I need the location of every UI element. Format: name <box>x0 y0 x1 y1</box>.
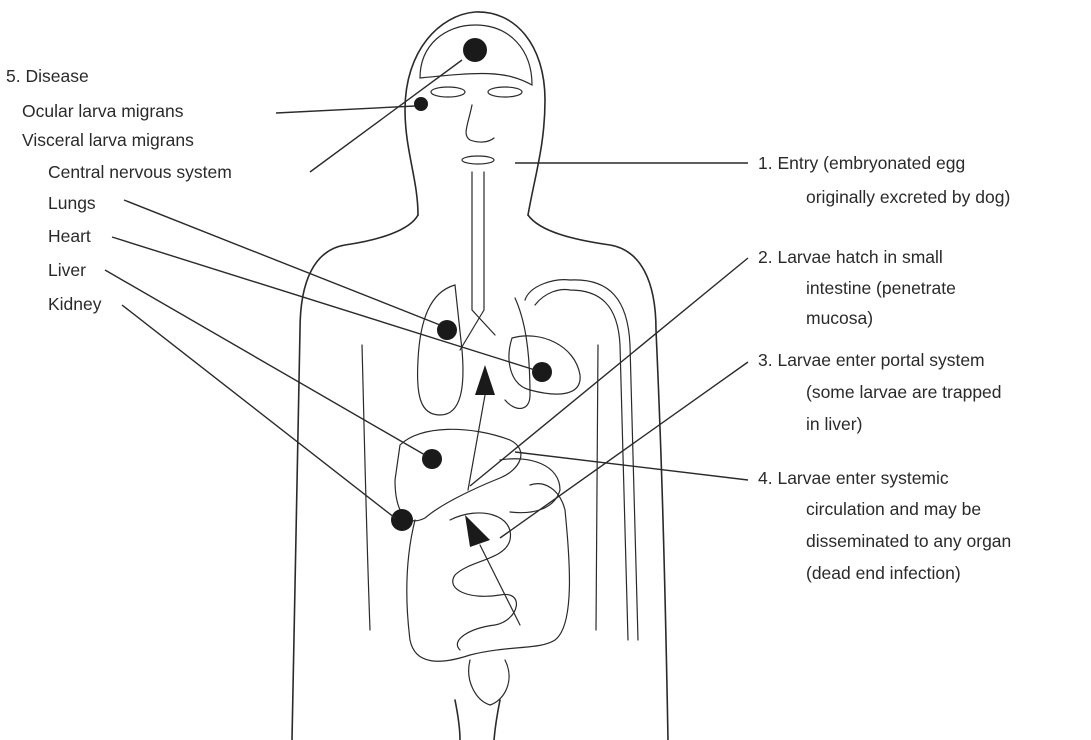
step1-line2: originally excreted by dog) <box>806 187 1010 208</box>
label-liver: Liver <box>48 260 86 281</box>
right-eye <box>488 87 522 97</box>
large-intestine <box>407 484 570 662</box>
nose <box>466 105 494 142</box>
leader-kidney <box>122 305 395 518</box>
label-lungs: Lungs <box>48 193 96 214</box>
torso-left-outline <box>292 215 418 740</box>
migration-arrowhead-up <box>475 365 495 395</box>
step2-line2: intestine (penetrate <box>806 278 956 299</box>
step4-line3: disseminated to any organ <box>806 531 1011 552</box>
leg-left <box>455 700 460 740</box>
leader-lungs <box>124 200 440 325</box>
label-heart: Heart <box>48 226 91 247</box>
label-visceral-larva-migrans: Visceral larva migrans <box>22 130 194 151</box>
leader-liver <box>105 270 425 455</box>
larva-dot-brain <box>463 38 487 62</box>
step2-line3: mucosa) <box>806 308 873 329</box>
larva-dot-kidney <box>391 509 413 531</box>
step4-line2: circulation and may be <box>806 499 981 520</box>
larva-dot-liver <box>422 449 442 469</box>
bladder <box>469 660 509 705</box>
step3-line2: (some larvae are trapped <box>806 382 1002 403</box>
step1-line1: 1. Entry (embryonated egg <box>758 153 965 174</box>
liver-organ <box>395 429 521 520</box>
step2-line1: 2. Larvae hatch in small <box>758 247 943 268</box>
larva-dot-eye <box>414 97 428 111</box>
right-arm-inner <box>596 345 598 630</box>
migration-arrowhead-intestine <box>465 515 490 547</box>
step3-line1: 3. Larvae enter portal system <box>758 350 985 371</box>
leg-right <box>494 700 500 740</box>
migration-arrow-intestine <box>480 545 520 625</box>
left-lung <box>418 285 463 415</box>
leader-systemic <box>515 452 748 480</box>
step3-line3: in liver) <box>806 414 862 435</box>
leader-cns <box>310 60 462 172</box>
larva-dot-heart <box>532 362 552 382</box>
label-ocular-larva-migrans: Ocular larva migrans <box>22 101 183 122</box>
larva-dot-lung <box>437 320 457 340</box>
left-eye <box>431 87 465 97</box>
step4-line1: 4. Larvae enter systemic <box>758 468 949 489</box>
label-central-nervous-system: Central nervous system <box>48 162 232 183</box>
label-kidney: Kidney <box>48 294 102 315</box>
left-arm-inner <box>362 345 370 630</box>
step4-line4: (dead end infection) <box>806 563 961 584</box>
aorta-inner <box>535 290 628 640</box>
disease-title: 5. Disease <box>6 66 89 87</box>
mouth <box>462 156 494 164</box>
stomach <box>500 459 560 513</box>
